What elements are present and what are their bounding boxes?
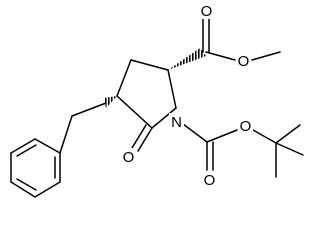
atom-label-o-boc-carbonyl: O: [202, 171, 217, 189]
atom-label-o-ring: O: [121, 148, 136, 166]
nitrogen-label: N: [171, 114, 182, 131]
methyl-ester: [202, 17, 281, 61]
stereo-hash-bond-c2: [168, 48, 206, 70]
molecule-structure: N O O O O O: [10, 2, 304, 198]
atom-label-o-ester-carbonyl: O: [199, 2, 214, 20]
atom-label-o-ester-ether: O: [236, 52, 251, 70]
ring-carbonyl-oxygen-label: O: [123, 149, 135, 166]
ester-carbonyl-oxygen-label: O: [201, 3, 213, 20]
boc-carbonyl-oxygen-label: O: [204, 172, 216, 189]
atom-label-n: N: [169, 113, 184, 131]
boc-group: [182, 123, 304, 178]
atom-label-o-boc-ether: O: [238, 117, 253, 135]
pyrrolidinone-ring: [116, 59, 177, 129]
ester-ether-oxygen-label: O: [238, 53, 250, 70]
benzyl-linker: [59, 102, 107, 154]
benzene-ring: [10, 138, 61, 198]
stereo-hash-bond-c4: [104, 96, 117, 108]
ring-carbonyl: [131, 124, 153, 152]
boc-ether-oxygen-label: O: [240, 118, 252, 135]
